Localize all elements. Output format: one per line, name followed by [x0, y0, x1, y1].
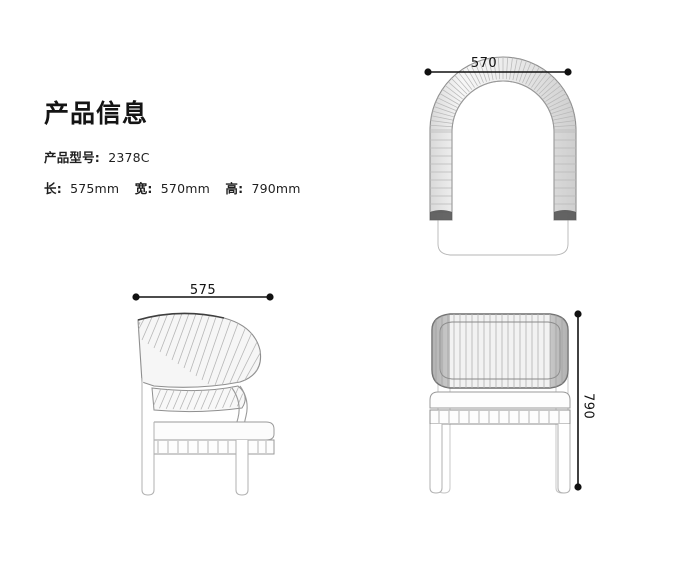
side-armrest-sweep: [239, 385, 248, 441]
front-front-legs: [429, 424, 571, 494]
dimension-label-575: 575: [189, 283, 217, 298]
top-weave-texture: [430, 57, 576, 220]
side-seat-rail: [149, 439, 275, 455]
front-back-legs: [437, 352, 569, 494]
top-backrest-band: [429, 56, 577, 221]
dimension-label-790: 790: [580, 393, 596, 420]
front-seat-rail: [429, 409, 571, 425]
top-view-drawing: [408, 52, 598, 256]
front-seat-cushion: [429, 391, 571, 409]
length-value: 575mm: [70, 180, 120, 196]
side-seat-cushion: [149, 421, 275, 441]
model-row: 产品型号: 2378C: [44, 147, 364, 166]
front-view-drawing: [408, 292, 608, 502]
page-title: 产品信息: [44, 99, 149, 128]
model-label: 产品型号:: [44, 149, 100, 165]
side-weave-texture: [138, 313, 261, 388]
height-label: 高:: [225, 180, 244, 196]
length-label: 长:: [44, 180, 62, 196]
front-backrest: [431, 313, 569, 389]
side-arm-band: [151, 385, 246, 413]
side-view-drawing: [120, 282, 310, 502]
dim-line-790: [574, 310, 582, 491]
size-row: 长: 575mm 宽: 570mm 高: 790mm: [44, 178, 364, 197]
product-info-block: 产品信息 产品型号: 2378C 长: 575mm 宽: 570mm 高: 79…: [44, 99, 364, 209]
side-legs: [141, 378, 249, 496]
dim-line-575: [132, 293, 274, 301]
model-value: 2378C: [108, 149, 150, 165]
top-seat-outline: [437, 212, 569, 256]
dimension-label-570: 570: [470, 56, 498, 71]
height-value: 790mm: [251, 180, 301, 196]
width-value: 570mm: [160, 180, 210, 196]
width-label: 宽:: [134, 180, 153, 196]
front-weave-texture: [435, 314, 563, 388]
side-backrest: [137, 312, 262, 388]
dim-line-570: [424, 68, 572, 76]
